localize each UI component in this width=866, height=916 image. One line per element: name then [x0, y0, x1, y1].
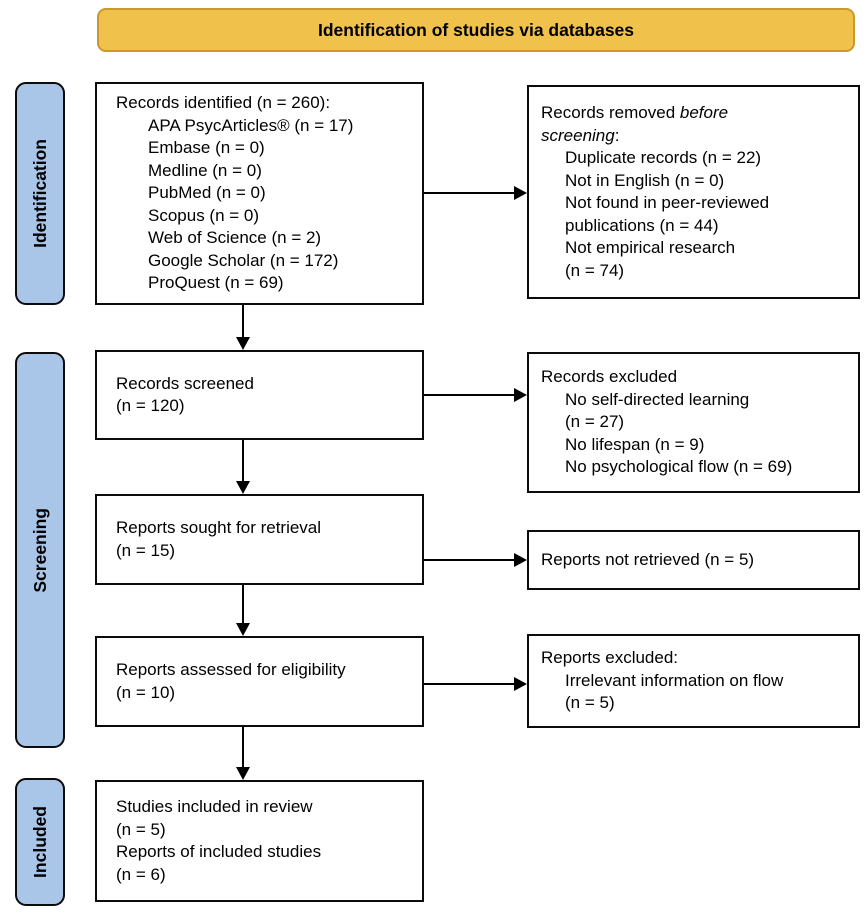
- arrow-line: [242, 727, 244, 768]
- box-line: Reports of included studies: [116, 842, 322, 861]
- box-line: Reports assessed for eligibility: [116, 660, 346, 679]
- box-line: Studies included in review: [116, 797, 313, 816]
- box-line: (n = 27): [565, 412, 625, 432]
- box-line: Reports not retrieved (n = 5): [541, 549, 755, 569]
- box-line: (n = 74): [565, 260, 625, 280]
- box-line: Records screened: [116, 373, 254, 393]
- arrow-line: [424, 394, 515, 396]
- box-studies-included: Studies included in review (n = 5) Repor…: [95, 780, 424, 902]
- box-line: (n = 10): [116, 682, 176, 702]
- arrow-line: [242, 305, 244, 339]
- title-italic-text: before: [679, 103, 729, 122]
- box-line: Not empirical research: [565, 238, 736, 257]
- box-title: Reports excluded:: [541, 648, 679, 668]
- arrow-head: [236, 481, 250, 494]
- box-line: (n = 5): [116, 819, 166, 839]
- arrow-line: [242, 585, 244, 625]
- box-line: No self-directed learning: [565, 389, 750, 409]
- box-title: screening:: [541, 125, 852, 148]
- box-line: (n = 6): [116, 864, 166, 884]
- box-line: (n = 120): [116, 396, 185, 415]
- title-text: Records removed: [541, 103, 680, 122]
- box-line: Not in English (n = 0): [565, 170, 725, 190]
- arrow-head: [514, 388, 527, 402]
- stage-bar-included: Included: [15, 778, 65, 906]
- box-records-screened: Records screened (n = 120): [95, 350, 424, 440]
- box-line: Embase (n = 0): [148, 138, 265, 158]
- box-line: Duplicate records (n = 22): [565, 148, 762, 167]
- title-text: :: [614, 125, 620, 145]
- box-line: Google Scholar (n = 172): [148, 250, 339, 270]
- title-italic-text: screening: [541, 125, 615, 145]
- box-line: No lifespan (n = 9): [565, 434, 705, 454]
- box-line: (n = 5): [565, 693, 615, 713]
- box-line: No psychological flow (n = 69): [565, 457, 793, 477]
- box-reports-not-retrieved: Reports not retrieved (n = 5): [527, 530, 860, 590]
- box-title: Records removed before: [541, 102, 852, 125]
- box-title: Records excluded: [541, 367, 678, 387]
- box-title: Records identified (n = 260):: [116, 93, 331, 113]
- box-line: APA PsycArticles® (n = 17): [148, 115, 354, 135]
- box-line: publications (n = 44): [565, 215, 719, 235]
- arrow-head: [514, 677, 527, 691]
- box-line: (n = 15): [116, 540, 176, 560]
- box-reports-excluded: Reports excluded: Irrelevant information…: [527, 634, 860, 728]
- arrow-line: [242, 440, 244, 482]
- box-records-removed: Records removed before screening: Duplic…: [527, 85, 860, 299]
- stage-label-screening: Screening: [29, 507, 50, 593]
- header-banner: Identification of studies via databases: [97, 8, 855, 52]
- box-line: Irrelevant information on flow: [565, 670, 784, 690]
- arrow-head: [514, 553, 527, 567]
- box-line: PubMed (n = 0): [148, 183, 266, 203]
- arrow-line: [424, 559, 515, 561]
- box-line: Medline (n = 0): [148, 160, 262, 180]
- box-records-identified: Records identified (n = 260): APA PsycAr…: [95, 82, 424, 305]
- box-reports-sought: Reports sought for retrieval (n = 15): [95, 494, 424, 585]
- arrow-head: [514, 186, 527, 200]
- arrow-head: [236, 337, 250, 350]
- arrow-head: [236, 623, 250, 636]
- box-line: Not found in peer-reviewed: [565, 193, 770, 212]
- stage-label-identification: Identification: [29, 139, 50, 248]
- box-line: Scopus (n = 0): [148, 205, 260, 225]
- stage-bar-identification: Identification: [15, 82, 65, 305]
- box-line: ProQuest (n = 69): [148, 273, 284, 293]
- box-line: Web of Science (n = 2): [148, 228, 322, 248]
- box-records-excluded: Records excluded No self-directed learni…: [527, 352, 860, 493]
- box-reports-assessed: Reports assessed for eligibility (n = 10…: [95, 636, 424, 727]
- box-line: Reports sought for retrieval: [116, 518, 322, 537]
- stage-label-included: Included: [29, 806, 50, 878]
- arrow-line: [424, 683, 515, 685]
- header-banner-label: Identification of studies via databases: [317, 19, 635, 40]
- arrow-head: [236, 767, 250, 780]
- stage-bar-screening: Screening: [15, 352, 65, 748]
- arrow-line: [424, 192, 515, 194]
